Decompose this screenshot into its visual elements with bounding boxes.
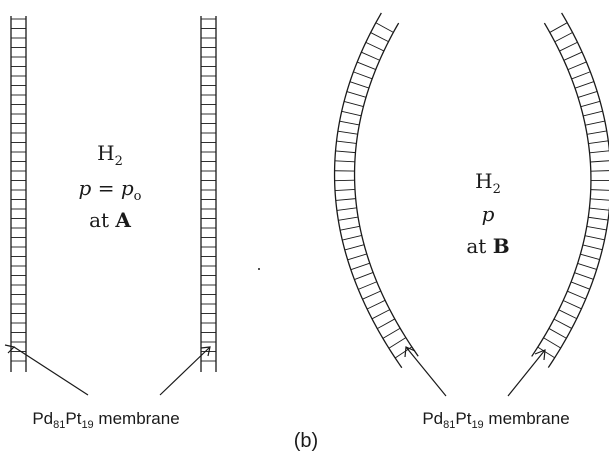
panel-a-state: at A bbox=[89, 208, 131, 232]
panel-b-arrows bbox=[404, 346, 546, 397]
arrow-a-right bbox=[159, 346, 211, 396]
panel-b-labels: H2 p at B bbox=[466, 169, 509, 258]
panel-a-membrane-label: Pd81Pt19 membrane bbox=[32, 409, 179, 431]
arrow-a-left bbox=[13, 346, 89, 396]
stray-dot bbox=[258, 268, 260, 270]
panel-b-pressure: p bbox=[482, 202, 495, 226]
arrowhead-b-right bbox=[534, 349, 546, 361]
figure-label: (b) bbox=[294, 430, 318, 452]
membrane-strip-a-left bbox=[10, 16, 27, 372]
membrane-strip-b-right bbox=[531, 12, 609, 368]
panel-b-membrane-label: Pd81Pt19 membrane bbox=[422, 409, 569, 431]
arrowhead-b-left bbox=[404, 346, 416, 358]
panel-a-gas: H2 bbox=[97, 141, 123, 169]
panel-b-gas: H2 bbox=[475, 169, 501, 197]
panel-a-arrows bbox=[4, 344, 211, 396]
arrowhead-a-right bbox=[200, 346, 211, 357]
membrane-strip-a-right bbox=[200, 16, 217, 372]
panel-a-pressure: p = po bbox=[79, 176, 142, 204]
panel-a-labels: H2 p = po at A bbox=[79, 141, 142, 232]
panel-b-state: at B bbox=[466, 234, 509, 258]
arrow-b-right bbox=[507, 349, 546, 397]
arrow-b-left bbox=[405, 346, 447, 397]
membrane-strip-b-left bbox=[333, 12, 419, 369]
arrowhead-a-left bbox=[4, 344, 16, 354]
